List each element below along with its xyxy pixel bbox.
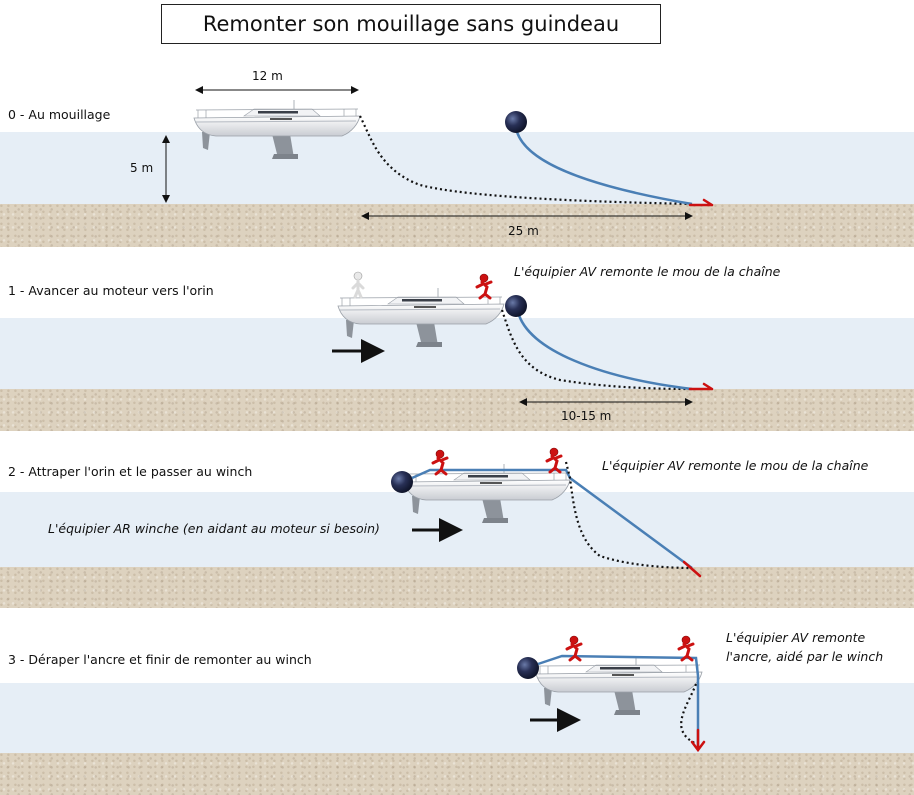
crew-bow-step-1 (475, 272, 493, 300)
crew-bow-step-3 (677, 634, 695, 662)
boat-step-3 (535, 655, 703, 716)
slack-label: 10-15 m (561, 409, 612, 423)
anchor-step-1 (688, 382, 714, 391)
chain-step-2 (564, 461, 693, 570)
seabed-panel-1 (0, 389, 914, 431)
boat-length-label: 12 m (252, 69, 283, 83)
seabed-panel-2 (0, 567, 914, 608)
water-panel-0 (0, 132, 914, 204)
buoy-step-3 (517, 657, 539, 679)
note-step3-bow-line2: l'ancre, aidé par le winch (726, 649, 884, 664)
boat-step-0 (193, 99, 361, 160)
buoy-step-2 (391, 471, 413, 493)
diagram-title: Remonter son mouillage sans guindeau (161, 4, 661, 44)
note-step2-bow: L'équipier AV remonte le mou de la chaîn… (602, 458, 869, 473)
buoy-step-1 (505, 295, 527, 317)
depth-label: 5 m (130, 161, 154, 175)
note-step3-bow-line1: L'équipier AV remonte (726, 630, 866, 645)
step-label-2: 2 - Attraper l'orin et le passer au winc… (8, 464, 253, 479)
note-step2-stern: L'équipier AR winche (en aidant au moteu… (48, 521, 380, 536)
buoy-line-step-3 (537, 654, 700, 748)
anchor-step-3 (690, 728, 706, 753)
seabed-panel-3 (0, 753, 914, 795)
seabed-panel-0 (0, 204, 914, 247)
anchor-step-0 (688, 198, 714, 207)
crew-stern-step-1 (351, 270, 365, 299)
chain-step-0 (359, 115, 693, 206)
anchor-step-2 (682, 560, 702, 578)
note-step1-bow: L'équipier AV remonte le mou de la chaîn… (514, 264, 781, 279)
chain-step-3 (680, 683, 698, 745)
step-label-1: 1 - Avancer au moteur vers l'orin (8, 283, 214, 298)
buoy-line-step-0 (514, 127, 693, 206)
buoy-line-step-1 (516, 311, 693, 391)
buoy-step-0 (505, 111, 527, 133)
scope-label: 25 m (508, 224, 539, 238)
buoy-line-step-2 (411, 468, 693, 570)
water-panel-1 (0, 318, 914, 389)
boat-step-2 (403, 463, 571, 524)
step-label-3: 3 - Déraper l'ancre et finir de remonter… (8, 652, 312, 667)
crew-bow-step-2 (545, 446, 563, 474)
chain-step-1 (500, 309, 693, 391)
step-label-0: 0 - Au mouillage (8, 107, 111, 122)
water-panel-3 (0, 683, 914, 753)
